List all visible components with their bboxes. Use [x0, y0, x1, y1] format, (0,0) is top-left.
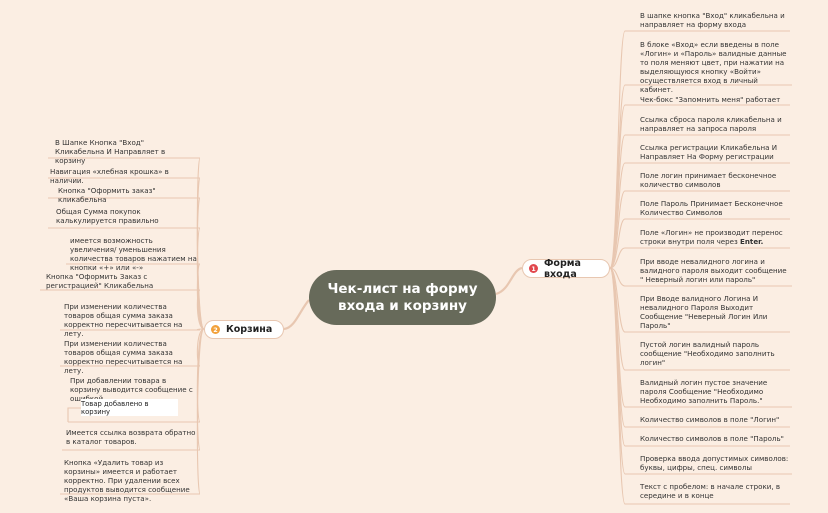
login-item[interactable]: В блоке «Вход» если введены в поле «Логи… [640, 40, 787, 95]
enter-key-label: Enter. [740, 237, 764, 247]
cart-item[interactable]: При добавлении товара в корзину выводитс… [70, 376, 193, 403]
connector-line [60, 328, 205, 495]
branch-cart[interactable]: 2 Корзина [204, 320, 284, 339]
branch-login-form[interactable]: 1 Форма входа [522, 257, 610, 280]
connector-line [66, 263, 205, 330]
connector-line [609, 267, 790, 505]
login-item[interactable]: Количество символов в поле "Логин" [640, 415, 780, 424]
branch-cart-label: Корзина [226, 324, 273, 335]
root-topic[interactable]: Чек-лист на форму входа и корзину [309, 270, 496, 325]
cart-item[interactable]: Кнопка "Оформить Заказ с регистрацией" К… [46, 272, 154, 291]
connector-line [609, 218, 790, 269]
root-title: Чек-лист на форму входа и корзину [327, 280, 478, 314]
login-item-text: Поле «Логин» не производит перенос строк… [640, 228, 783, 247]
cart-item[interactable]: При изменении количества товаров общая с… [64, 339, 183, 376]
login-item[interactable]: Чек-бокс "Запомнить меня" работает [640, 95, 781, 104]
cart-error-message-box[interactable]: Товар добавлено в корзину [81, 399, 178, 416]
login-item[interactable]: В шапке кнопка "Вход" кликабельна и напр… [640, 11, 785, 30]
connector-line [609, 267, 792, 287]
cart-item[interactable]: имеется возможность увеличения/ уменьшен… [70, 236, 197, 273]
connector-line [60, 328, 205, 331]
login-item[interactable]: Валидный логин пустое значение пароля Со… [640, 378, 768, 406]
login-item[interactable]: Проверка ввода допустимых символов: букв… [640, 454, 789, 473]
connector-line [495, 266, 523, 296]
login-item[interactable]: Текст с пробелом: в начале строки, в сер… [640, 482, 781, 501]
login-item[interactable]: Количество символов в поле "Пароль" [640, 434, 784, 443]
connector-line [283, 299, 310, 331]
connector-line [40, 289, 205, 330]
login-item[interactable]: Пустой логин валидный пароль сообщение "… [640, 340, 775, 368]
cart-item[interactable]: Навигация «хлебная крошка» в наличии. [50, 167, 169, 186]
login-item[interactable]: Поле логин принимает бесконечное количес… [640, 171, 777, 190]
branch-login-label: Форма входа [544, 257, 581, 280]
branch-login-number-badge: 1 [529, 264, 538, 273]
login-item[interactable]: При вводе невалидного логина и валидного… [640, 257, 787, 285]
cart-item[interactable]: При изменении количества товаров общая с… [64, 302, 183, 339]
connector-line [48, 227, 205, 330]
cart-item[interactable]: Кнопка "Оформить заказ" кликабельна [58, 186, 156, 205]
cart-item[interactable]: В Шапке Кнопка "Вход" Кликабельна И Напр… [55, 138, 166, 166]
cart-item[interactable]: Имеется ссылка возврата обратно в катало… [66, 428, 196, 447]
branch-cart-number-badge: 2 [211, 325, 220, 334]
login-item[interactable]: Поле «Логин» не производит перенос строк… [640, 228, 790, 246]
connector-line [609, 247, 790, 269]
connector-line [67, 407, 81, 422]
login-item[interactable]: Ссылка регистрации Кликабельна И Направл… [640, 143, 778, 162]
cart-item[interactable]: Общая Сумма покупок калькулируется прави… [56, 207, 159, 226]
login-item[interactable]: Ссылка сброса пароля кликабельна и напра… [640, 115, 782, 134]
login-item[interactable]: Поле Пароль Принимает Бесконечное Количе… [640, 199, 783, 218]
cart-item[interactable]: Кнопка «Удалить товар из корзины» имеетс… [64, 458, 190, 504]
login-item[interactable]: При Вводе валидного Логина И невалидного… [640, 294, 768, 331]
